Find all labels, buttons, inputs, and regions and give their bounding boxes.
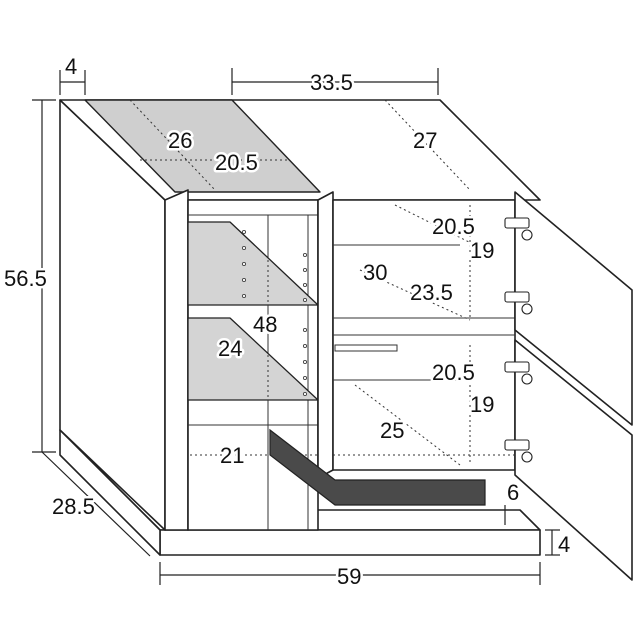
dim-top-trim: 4: [65, 54, 77, 79]
right-compartments: [269, 191, 633, 581]
right-door-lower: [514, 339, 633, 581]
dim-drawer1-depth: 30: [363, 260, 387, 285]
dim-height: 56.5: [4, 266, 47, 291]
dark-plinth: [269, 428, 486, 506]
dim-inner-height: 48: [253, 312, 277, 337]
dim-top-width: 33.5: [310, 70, 353, 95]
right-door-upper: [514, 191, 633, 426]
dim-top-right-depth: 27: [413, 128, 437, 153]
dim-drawer1-width: 20.5: [432, 214, 475, 239]
center-divider: [317, 191, 334, 479]
dim-drawer1-inner: 23.5: [410, 280, 453, 305]
dimension-lines: [32, 68, 560, 585]
dim-glass-width: 20.5: [215, 150, 258, 175]
dim-drawer2-width: 20.5: [432, 360, 475, 385]
dim-shelf-depth: 24: [218, 336, 242, 361]
left-column: [164, 189, 320, 531]
dim-drawer1-height: 19: [470, 238, 494, 263]
top-board: [59, 99, 541, 201]
dim-bottom-depth: 21: [220, 443, 244, 468]
hinge-icon: [504, 291, 533, 315]
dim-plinth-height: 4: [558, 532, 570, 557]
dim-total-width: 59: [337, 564, 361, 589]
dim-drawer2-height: 19: [470, 392, 494, 417]
hinge-icon: [504, 439, 533, 463]
dim-plinth-gap: 6: [507, 480, 519, 505]
dim-drawer2-depth: 25: [380, 418, 404, 443]
top-glass-panel: [84, 99, 321, 193]
dim-depth: 28.5: [52, 494, 95, 519]
hinge-icon: [504, 361, 533, 385]
hinge-icon: [504, 217, 533, 241]
dim-glass-depth: 26: [168, 128, 192, 153]
dimension-labels: 4 33.5 56.5 26 20.5 27 20.5 19 30 23.5 4…: [2, 52, 573, 592]
